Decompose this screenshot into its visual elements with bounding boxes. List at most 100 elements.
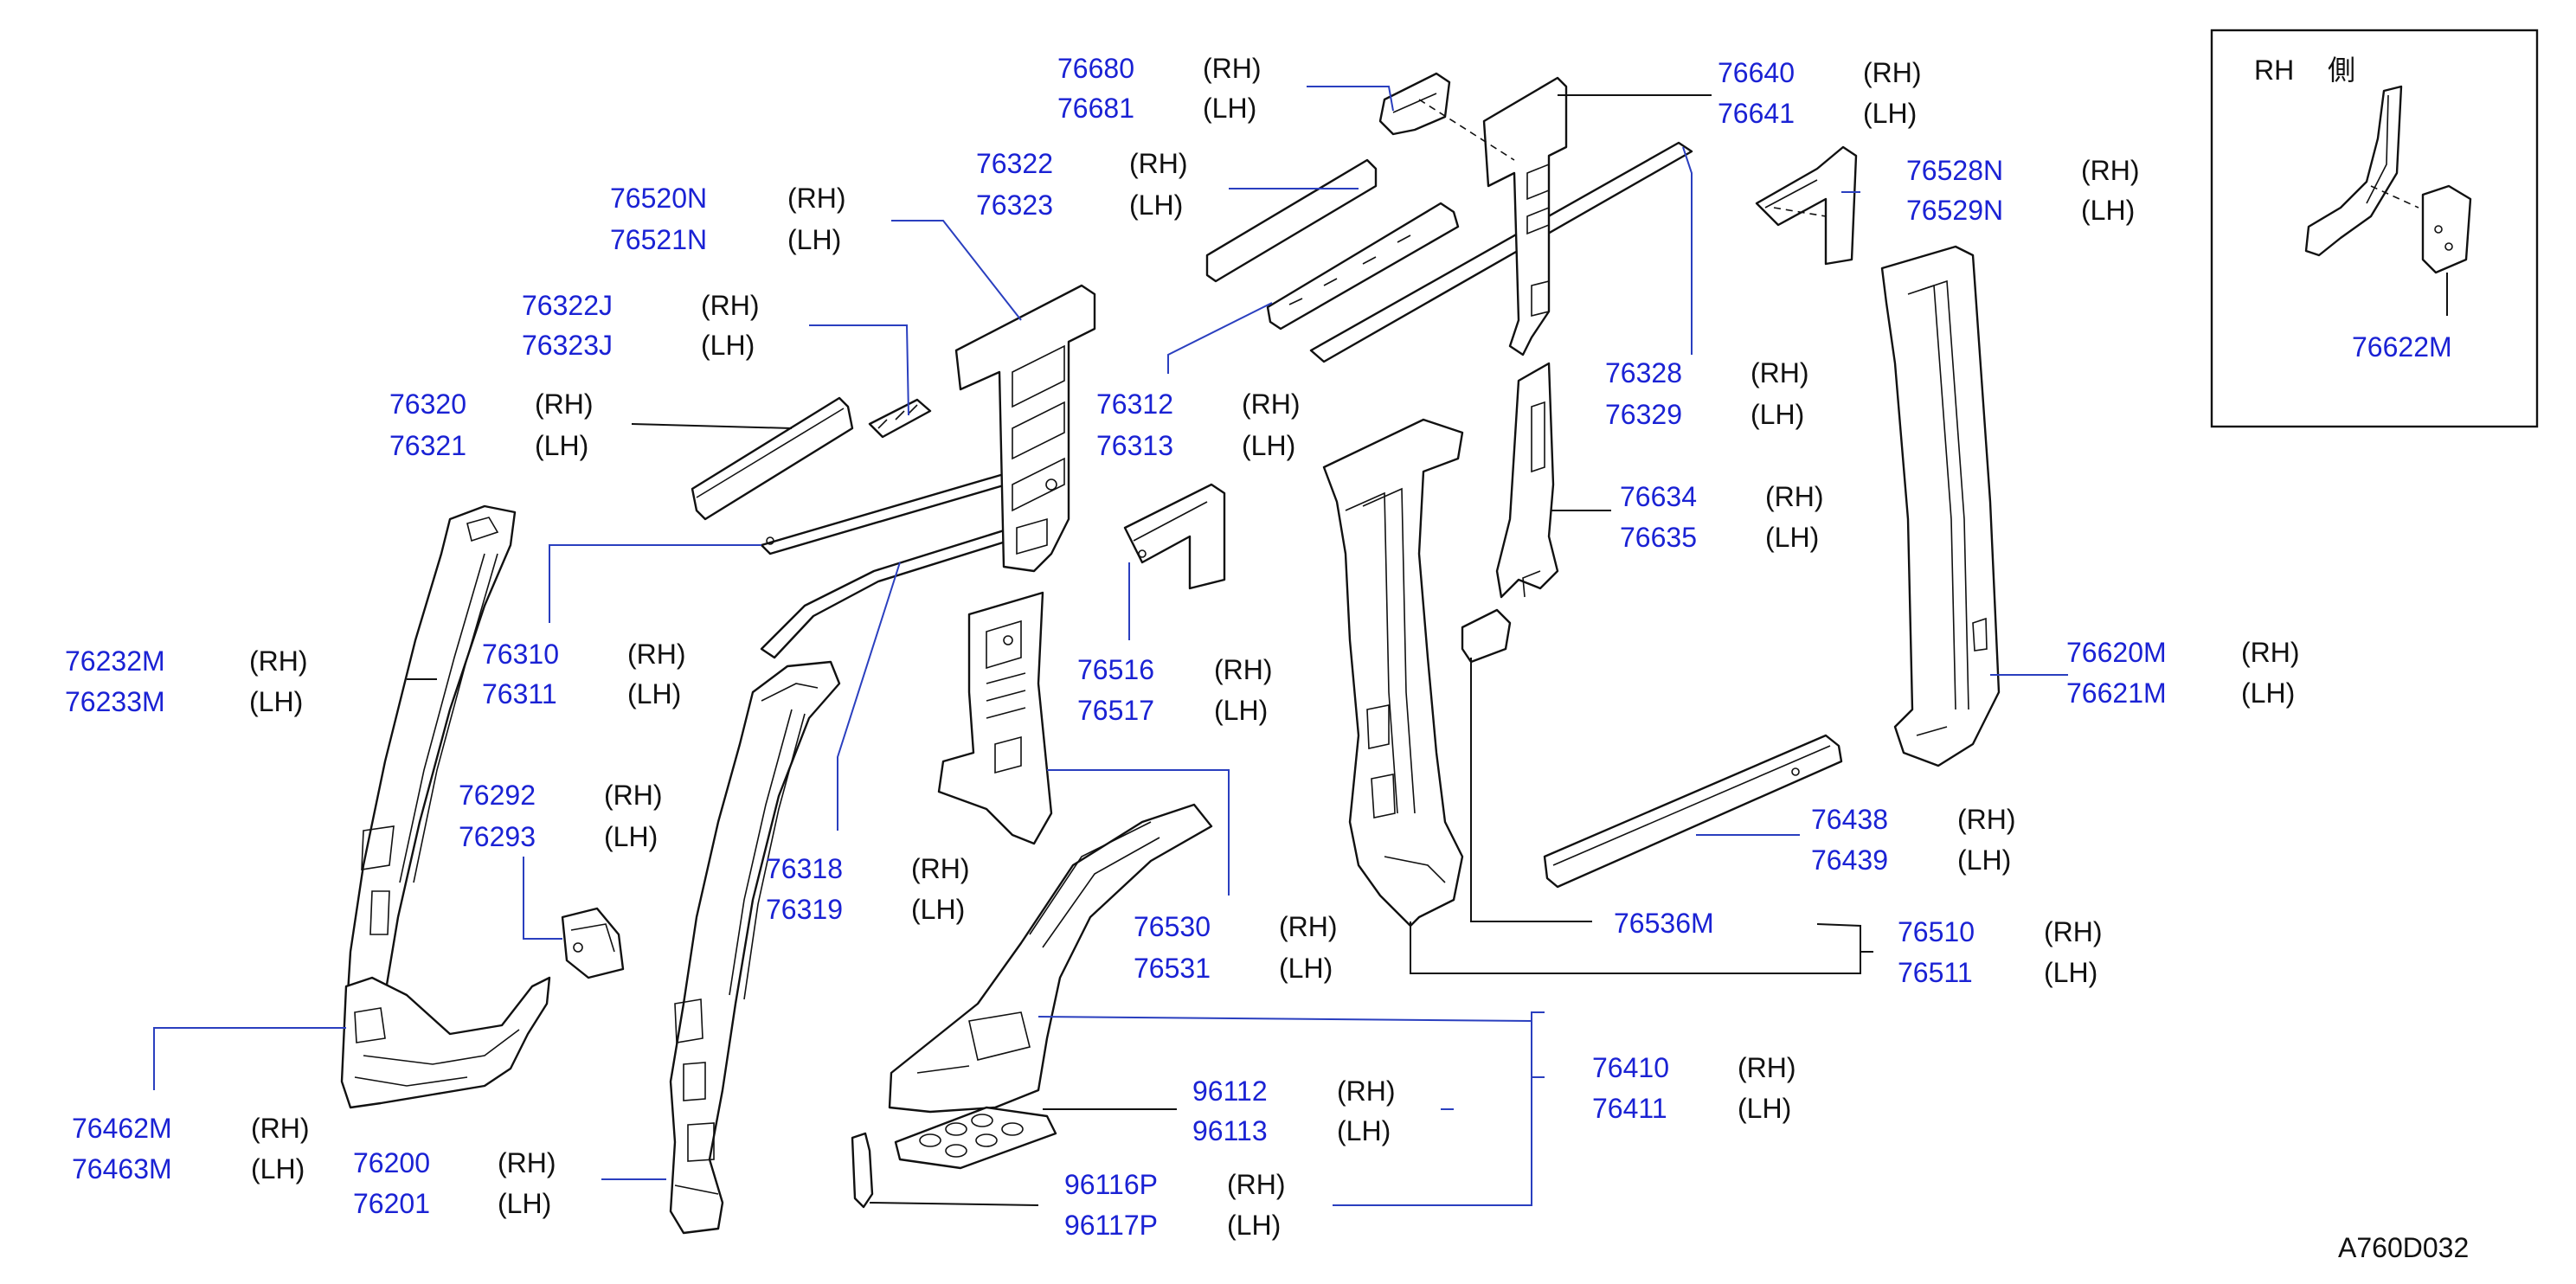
bracket-76528n bbox=[1755, 145, 1858, 266]
callout-76200: 76200 76201 (RH) (LH) bbox=[353, 1147, 556, 1219]
side-rh: (RH) bbox=[1203, 53, 1262, 84]
side-lh: (LH) bbox=[535, 430, 588, 461]
side-rh: (RH) bbox=[498, 1147, 556, 1178]
leader-lines bbox=[153, 86, 2068, 1206]
roof-rail-bracket-76322j bbox=[868, 398, 932, 439]
rail-76312 bbox=[1266, 202, 1460, 331]
side-lh: (LH) bbox=[701, 330, 755, 361]
part-76320: 76320 bbox=[389, 388, 466, 420]
side-rh: (RH) bbox=[1863, 57, 1922, 88]
part-76323: 76323 bbox=[976, 189, 1053, 221]
callout-76520n: 76520N 76521N (RH) (LH) bbox=[610, 183, 846, 255]
callout-76438: 76438 76439 (RH) (LH) bbox=[1811, 804, 2016, 876]
center-pillar-lower-76530 bbox=[937, 591, 1053, 845]
side-lh: (LH) bbox=[1751, 399, 1804, 430]
part-76322j: 76322J bbox=[522, 290, 613, 321]
side-lh: (LH) bbox=[251, 1153, 305, 1184]
part-76622m: 76622M bbox=[2352, 331, 2452, 363]
callout-76232m: 76232M 76233M (RH) (LH) bbox=[65, 645, 308, 717]
part-76200: 76200 bbox=[353, 1147, 430, 1178]
part-76536m: 76536M bbox=[1614, 908, 1714, 939]
part-76321: 76321 bbox=[389, 430, 466, 461]
bracket-small-pillar bbox=[1461, 608, 1512, 664]
part-76463m: 76463M bbox=[72, 1153, 172, 1184]
side-rh: (RH) bbox=[1214, 654, 1273, 685]
part-76319: 76319 bbox=[766, 894, 843, 925]
part-96113: 96113 bbox=[1192, 1115, 1268, 1146]
callout-76462m: 76462M 76463M (RH) (LH) bbox=[72, 1113, 310, 1184]
inset-pillar bbox=[2304, 85, 2403, 257]
part-76233m: 76233M bbox=[65, 686, 165, 717]
side-lh: (LH) bbox=[787, 224, 841, 255]
part-76634: 76634 bbox=[1620, 481, 1697, 512]
part-76531: 76531 bbox=[1134, 953, 1211, 984]
bracket-76516 bbox=[1123, 483, 1226, 590]
callout-76530: 76530 76531 (RH) (LH) bbox=[1134, 911, 1338, 984]
side-rh: (RH) bbox=[701, 290, 760, 321]
callout-76510: 76510 76511 (RH) (LH) bbox=[1898, 916, 2103, 988]
inset-title-cjk: 側 bbox=[2328, 55, 2355, 86]
callout-76310: 76310 76311 (RH) (LH) bbox=[482, 639, 686, 709]
callout-76312: 76312 76313 (RH) (LH) bbox=[1096, 388, 1301, 461]
side-rh: (RH) bbox=[1337, 1075, 1396, 1107]
side-lh: (LH) bbox=[1203, 93, 1256, 124]
side-rh: (RH) bbox=[627, 639, 686, 670]
part-76318: 76318 bbox=[766, 853, 843, 884]
callout-76292: 76292 76293 (RH) (LH) bbox=[459, 780, 663, 852]
callout-96116p: 96116P 96117P (RH) (LH) bbox=[1064, 1169, 1286, 1241]
part-76292: 76292 bbox=[459, 780, 536, 811]
part-96117p: 96117P bbox=[1064, 1210, 1158, 1241]
side-rh: (RH) bbox=[2241, 637, 2300, 668]
part-76311: 76311 bbox=[482, 678, 557, 709]
side-lh: (LH) bbox=[1129, 189, 1183, 221]
side-rh: (RH) bbox=[251, 1113, 310, 1144]
side-rh: (RH) bbox=[911, 853, 970, 884]
part-76232m: 76232M bbox=[65, 645, 165, 677]
callout-76528n: 76528N 76529N (RH) (LH) bbox=[1906, 155, 2140, 226]
side-lh: (LH) bbox=[1738, 1093, 1791, 1124]
rear-pillar-76620m bbox=[1880, 245, 2001, 767]
inset-bracket-76622m bbox=[2421, 184, 2472, 274]
part-76529n: 76529N bbox=[1906, 195, 2003, 226]
callout-76536m: 76536M bbox=[1614, 908, 1714, 939]
side-rh: (RH) bbox=[787, 183, 846, 214]
part-76641: 76641 bbox=[1718, 98, 1795, 129]
part-76438: 76438 bbox=[1811, 804, 1888, 835]
front-pillar-outer-76232m bbox=[344, 504, 517, 1031]
callout-76640: 76640 76641 (RH) (LH) bbox=[1718, 57, 1922, 129]
sill-rail-76438 bbox=[1543, 734, 1843, 889]
callout-76322: 76322 76323 (RH) (LH) bbox=[976, 148, 1188, 221]
callout-96112: 96112 96113 (RH) (LH) bbox=[1192, 1075, 1396, 1146]
center-pillar-76536m bbox=[1322, 418, 1464, 928]
part-76312: 76312 bbox=[1096, 388, 1173, 420]
side-rh: (RH) bbox=[249, 645, 308, 677]
callout-76320: 76320 76321 (RH) (LH) bbox=[389, 388, 594, 461]
side-rh: (RH) bbox=[1279, 911, 1338, 942]
part-76510: 76510 bbox=[1898, 916, 1975, 947]
callout-76318: 76318 76319 (RH) (LH) bbox=[766, 853, 970, 925]
part-76521n: 76521N bbox=[610, 224, 707, 255]
callout-76516: 76516 76517 (RH) (LH) bbox=[1077, 654, 1273, 726]
pillar-upper-76640 bbox=[1482, 76, 1568, 356]
side-rh: (RH) bbox=[2044, 916, 2103, 947]
side-lh: (LH) bbox=[604, 821, 658, 852]
side-rh: (RH) bbox=[1765, 481, 1824, 512]
side-lh: (LH) bbox=[1279, 953, 1333, 984]
part-76310: 76310 bbox=[482, 639, 559, 670]
pillar-lower-76634 bbox=[1495, 362, 1559, 599]
lower-pillar-76462m bbox=[340, 976, 551, 1109]
side-rh: (RH) bbox=[2081, 155, 2140, 186]
part-76635: 76635 bbox=[1620, 522, 1697, 553]
part-76516: 76516 bbox=[1077, 654, 1154, 685]
roof-rail-76320 bbox=[691, 396, 854, 521]
side-lh: (LH) bbox=[627, 678, 681, 709]
part-76620m: 76620M bbox=[2066, 637, 2167, 668]
part-96116p: 96116P bbox=[1064, 1169, 1158, 1200]
side-lh: (LH) bbox=[2081, 195, 2135, 226]
part-76410: 76410 bbox=[1592, 1052, 1669, 1083]
part-76621m: 76621M bbox=[2066, 677, 2167, 709]
callout-76322j: 76322J 76323J (RH) (LH) bbox=[522, 290, 760, 361]
side-lh: (LH) bbox=[2044, 957, 2097, 988]
bracket-96116p bbox=[851, 1132, 874, 1209]
